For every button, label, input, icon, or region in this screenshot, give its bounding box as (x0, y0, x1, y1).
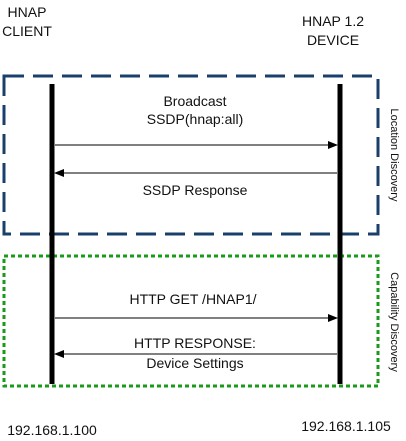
http-get-label: HTTP GET /HNAP1/ (129, 291, 256, 307)
http-response-label-line1: HTTP RESPONSE: (134, 335, 256, 351)
location-discovery-box (2, 74, 380, 236)
client-title-line1: HNAP (8, 4, 47, 20)
broadcast-label-line1: Broadcast (163, 93, 226, 109)
ssdp-response-label: SSDP Response (143, 182, 248, 198)
capability-discovery-label: Capability Discovery (388, 272, 400, 372)
location-discovery-label: Location Discovery (388, 109, 400, 202)
device-title-line2: DEVICE (307, 32, 359, 48)
broadcast-label-line2: SSDP(hnap:all) (147, 111, 244, 127)
client-title-line2: CLIENT (2, 23, 52, 39)
client-ip: 192.168.1.100 (7, 422, 97, 438)
device-title-line1: HNAP 1.2 (302, 13, 364, 29)
http-response-label-line2: Device Settings (146, 355, 243, 371)
device-ip: 192.168.1.105 (301, 418, 391, 434)
